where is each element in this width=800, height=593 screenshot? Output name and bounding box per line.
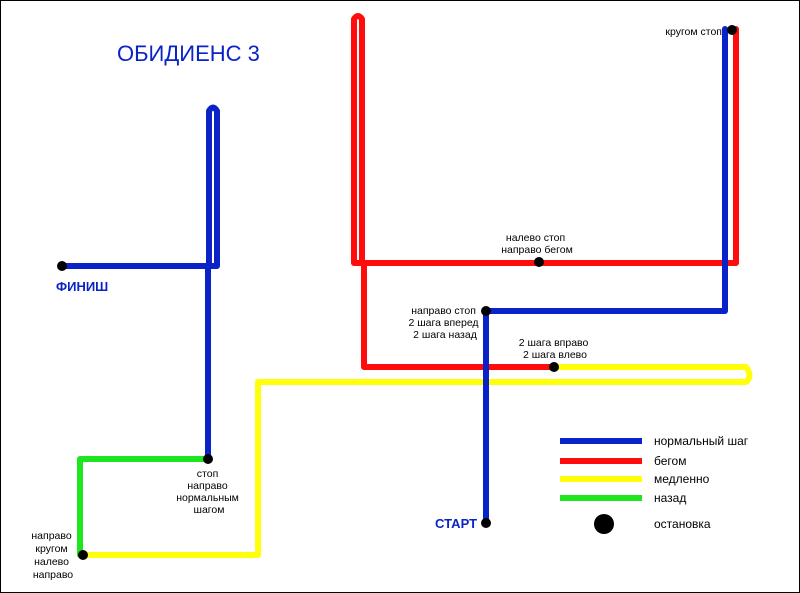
legend-swatch-stop (594, 514, 614, 534)
legend-label-slow: медленно (654, 472, 710, 486)
note-right-steps: направо стоп 2 шага вперед 2 шага назад (409, 305, 482, 341)
note-left-run: налево стоп направо бегом (501, 232, 573, 256)
legend-label-run: бегом (654, 454, 686, 468)
route-run (351, 13, 739, 370)
note-side-steps: 2 шага вправо 2 шага влево (519, 337, 592, 361)
stop-marker-right-normal (203, 454, 213, 464)
route-normal-main (483, 26, 728, 526)
finish-label: ФИНИШ (56, 279, 108, 294)
start-marker (481, 518, 491, 528)
start-label: СТАРТ (435, 516, 477, 531)
legend-label-normal: нормальный шаг (654, 434, 749, 448)
route-normal-finish (59, 104, 220, 462)
stop-marker-corner (78, 550, 88, 560)
note-turn-around: кругом стоп (665, 26, 722, 38)
legend-label-back: назад (654, 491, 686, 505)
stop-marker-left-run (534, 257, 544, 267)
note-right-normal: стоп направо нормальным шагом (176, 468, 242, 516)
stop-marker-turn-around (727, 25, 737, 35)
route-back (77, 456, 211, 558)
diagram-title: ОБИДИЕНС 3 (117, 41, 260, 66)
stop-marker-right-steps (481, 306, 491, 316)
finish-marker (57, 261, 67, 271)
legend: нормальный шаг бегом медленно назад оста… (560, 434, 749, 534)
legend-label-stop: остановка (654, 517, 711, 531)
note-corner: направо кругом налево направо (31, 530, 74, 581)
stop-marker-side-steps (549, 362, 559, 372)
route-slow (80, 364, 753, 558)
